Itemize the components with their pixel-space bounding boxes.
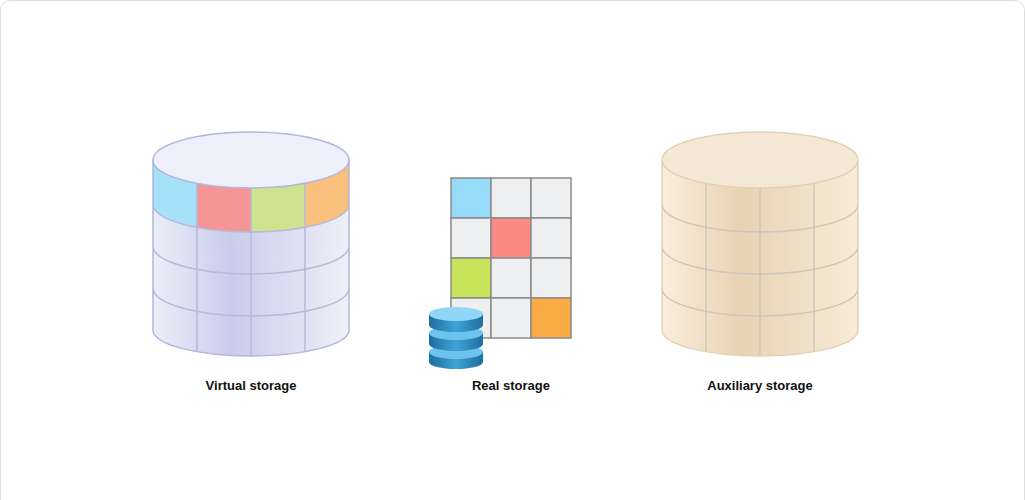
storage-label: Real storage	[472, 378, 550, 393]
database-icon	[429, 307, 483, 369]
virtual-cylinder	[150, 132, 352, 360]
auxiliary-cylinder	[662, 132, 858, 360]
storage-label: Auxiliary storage	[707, 378, 813, 393]
storage-label: Virtual storage	[206, 378, 297, 393]
